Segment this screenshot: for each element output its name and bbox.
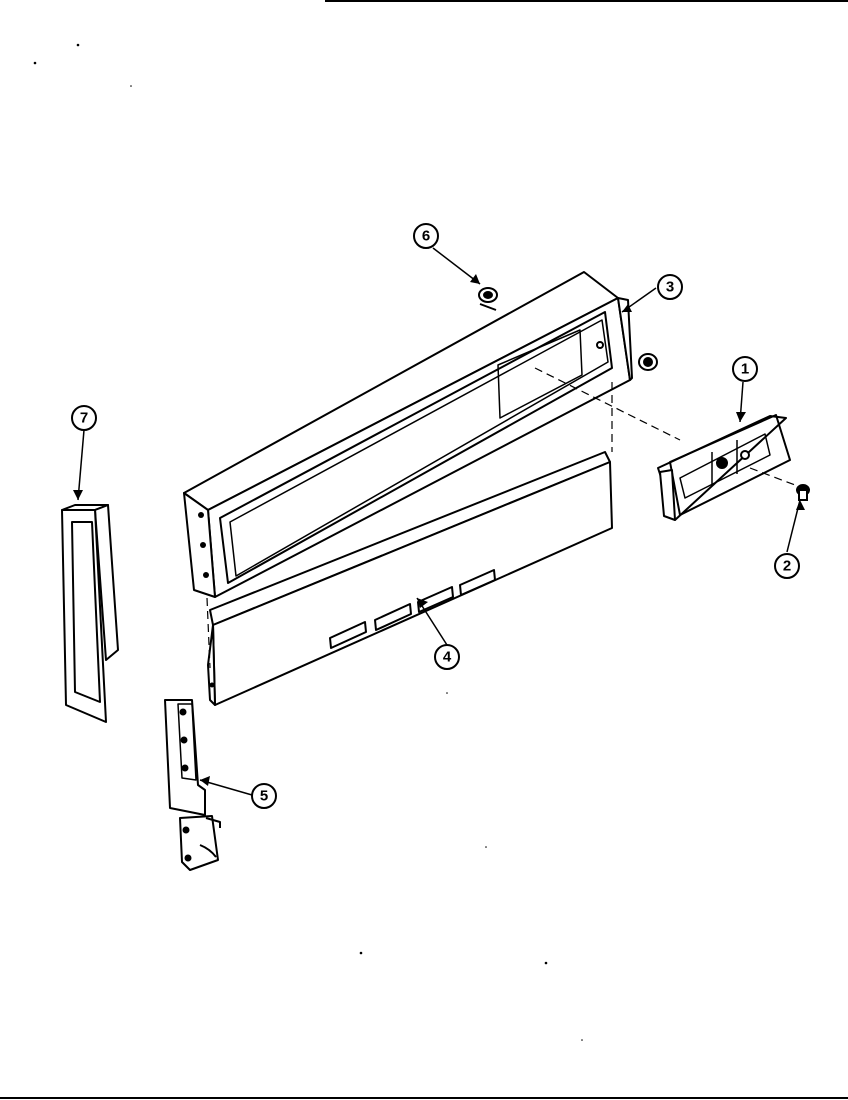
pilot-light-part [478,287,498,311]
callout-3: 3 [657,274,683,300]
control-panel-part [183,271,633,598]
leader-arrowheads [73,274,805,786]
end-cap-part [61,504,119,723]
svg-text:2: 2 [783,558,791,575]
trim-strip-part [207,451,613,706]
callout-6: 6 [413,223,439,249]
callout-2: 2 [774,553,800,579]
svg-text:1: 1 [741,361,749,378]
screw-part [796,484,810,501]
svg-text:4: 4 [443,649,452,666]
bracket-part [164,699,221,871]
svg-text:5: 5 [260,788,268,805]
svg-text:6: 6 [422,228,430,245]
clock-module-part [657,414,791,521]
knob-part [638,353,658,371]
callout-4: 4 [434,644,460,670]
svg-text:7: 7 [80,410,88,427]
svg-text:3: 3 [666,279,674,296]
callout-5: 5 [251,783,277,809]
alignment-lines [206,367,804,669]
callouts: 6 3 1 7 2 4 5 [71,223,800,809]
callout-7: 7 [71,405,97,431]
callout-1: 1 [732,356,758,382]
scan-specks [33,43,583,1041]
